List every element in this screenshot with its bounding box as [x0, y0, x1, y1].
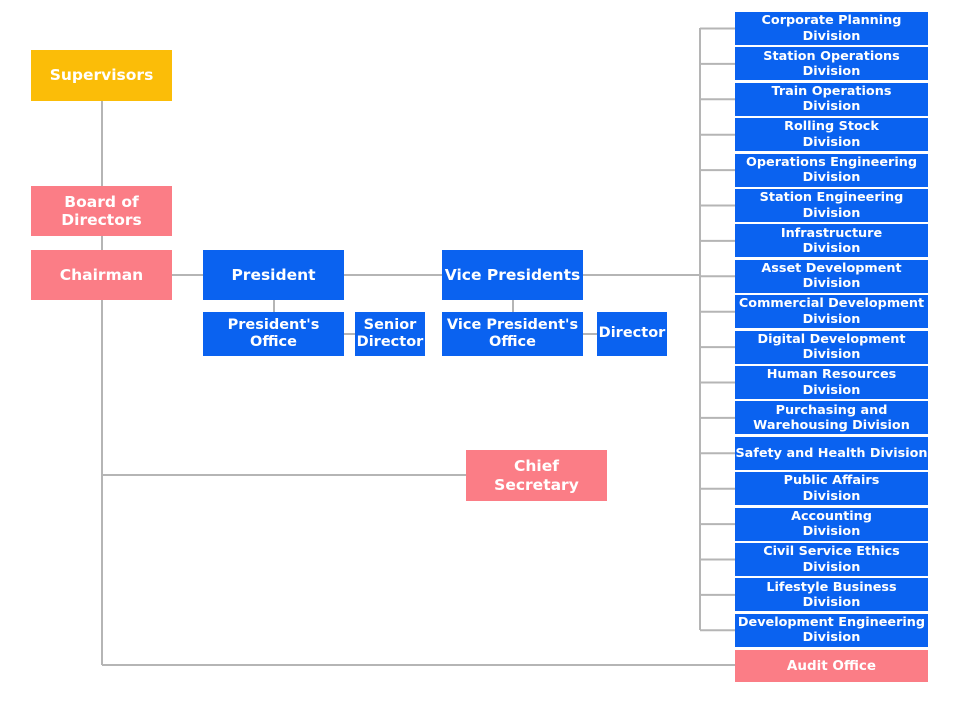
- division-box: Digital Development Division: [735, 330, 928, 364]
- board-of-directors-box: Board of Directors: [31, 186, 172, 236]
- division-box: Station Engineering Division: [735, 189, 928, 222]
- supervisors-box: Supervisors: [31, 50, 172, 101]
- division-box: Development Engineering Division: [735, 613, 928, 647]
- chairman-box: Chairman: [31, 250, 172, 300]
- division-box: Purchasing and Warehousing Division: [735, 401, 928, 435]
- division-box: Civil Service Ethics Division: [735, 543, 928, 576]
- president-box: President: [203, 250, 344, 300]
- presidents-office-box: President's Office: [203, 312, 344, 356]
- chief-secretary-box: Chief Secretary: [466, 450, 607, 501]
- senior-director-box: Senior Director: [355, 312, 425, 356]
- division-box: Accounting Division: [735, 507, 928, 541]
- division-box: Lifestyle Business Division: [735, 578, 928, 612]
- division-box: Commercial Development Division: [735, 295, 928, 329]
- division-box: Train Operations Division: [735, 82, 928, 116]
- division-box: Asset Development Division: [735, 259, 928, 293]
- audit-office-box: Audit Office: [735, 650, 928, 682]
- vp-office-box: Vice President's Office: [442, 312, 583, 356]
- division-box: Station Operations Division: [735, 47, 928, 81]
- division-box: Operations Engineering Division: [735, 153, 928, 187]
- vice-presidents-box: Vice Presidents: [442, 250, 583, 300]
- division-box: Human Resources Division: [735, 366, 928, 399]
- division-box: Rolling Stock Division: [735, 118, 928, 152]
- division-box: Public Affairs Division: [735, 472, 928, 506]
- division-box: Safety and Health Division: [735, 436, 928, 470]
- division-box: Corporate Planning Division: [735, 12, 928, 45]
- division-box: Infrastructure Division: [735, 224, 928, 258]
- director-box: Director: [597, 312, 667, 356]
